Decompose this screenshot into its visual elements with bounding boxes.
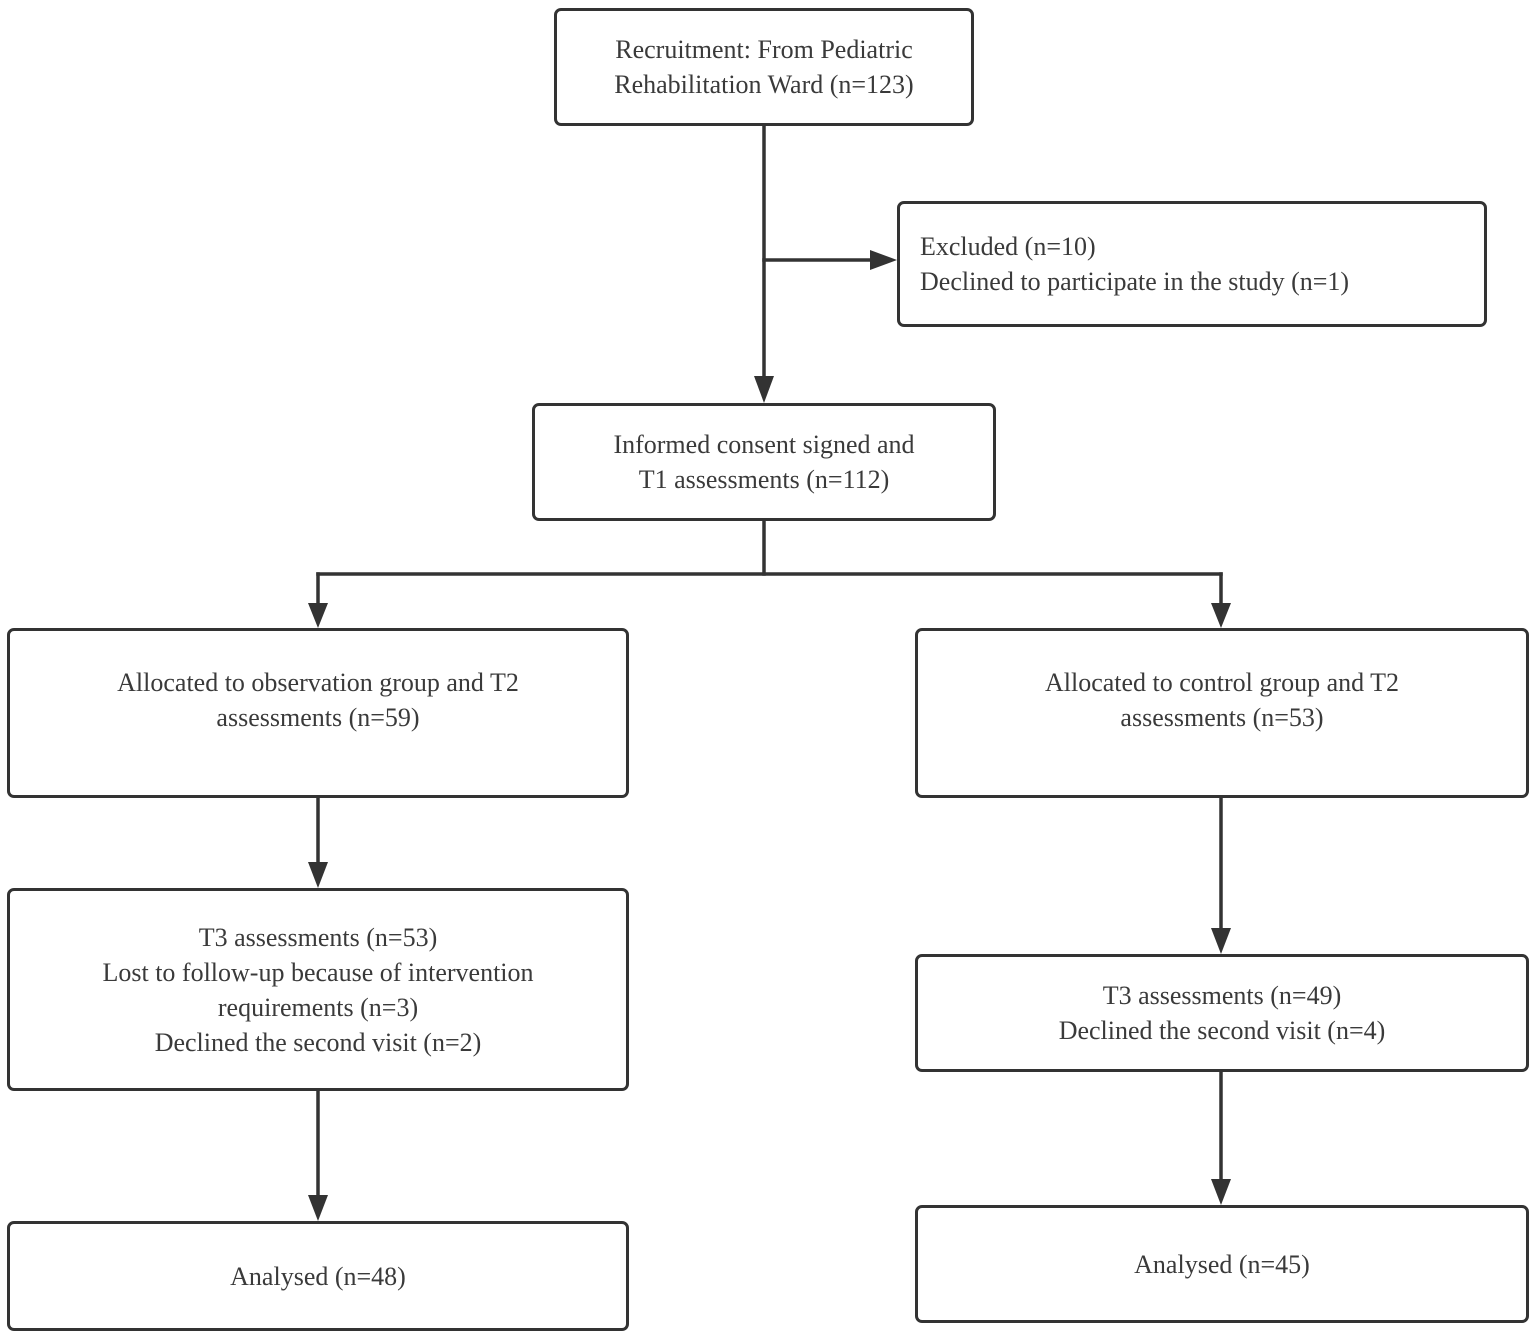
observation-allocation-line: Allocated to observation group and T2 xyxy=(117,668,519,697)
observation-t3-line: Declined the second visit (n=2) xyxy=(154,1027,482,1057)
observation-analysed-box: Analysed (n=48) xyxy=(7,1221,629,1331)
control-analysed-box: Analysed (n=45) xyxy=(915,1205,1529,1323)
control-allocation-box: Allocated to control group and T2 assess… xyxy=(915,628,1529,798)
observation-allocation-box: Allocated to observation group and T2 as… xyxy=(7,628,629,798)
recruitment-box: Recruitment: From Pediatric Rehabilitati… xyxy=(554,8,974,126)
observation-t3-line: Lost to follow-up because of interventio… xyxy=(102,957,534,987)
observation-t3-line: T3 assessments (n=53) xyxy=(198,922,438,952)
observation-t3-box: T3 assessments (n=53) Lost to follow-up … xyxy=(7,888,629,1091)
observation-allocation-line: assessments (n=59) xyxy=(216,703,420,732)
observation-analysed-line: Analysed (n=48) xyxy=(230,1261,406,1291)
arrowhead-observation-alloc xyxy=(308,603,328,628)
observation-t3-line: requirements (n=3) xyxy=(217,992,419,1022)
recruitment-line: Recruitment: From Pediatric xyxy=(615,35,913,64)
arrowhead-control-alloc xyxy=(1211,603,1231,628)
control-t3-line: Declined the second visit (n=4) xyxy=(1058,1016,1386,1045)
arrowhead-consent xyxy=(754,376,774,403)
control-allocation-line: Allocated to control group and T2 xyxy=(1044,668,1400,697)
consent-line: T1 assessments (n=112) xyxy=(638,465,890,494)
excluded-box: Excluded (n=10) Declined to participate … xyxy=(897,201,1487,327)
consent-line: Informed consent signed and xyxy=(613,430,915,459)
control-analysed-line: Analysed (n=45) xyxy=(1134,1249,1310,1279)
recruitment-line: Rehabilitation Ward (n=123) xyxy=(614,70,914,99)
arrowhead-observation-analysed xyxy=(308,1195,328,1221)
excluded-line: Declined to participate in the study (n=… xyxy=(920,267,1350,296)
arrowhead-control-analysed xyxy=(1211,1179,1231,1205)
control-allocation-line: assessments (n=53) xyxy=(1120,703,1324,732)
arrowhead-control-t3 xyxy=(1211,928,1231,954)
arrowhead-observation-t3 xyxy=(308,862,328,888)
excluded-line: Excluded (n=10) xyxy=(920,232,1096,261)
control-t3-box: T3 assessments (n=49) Declined the secon… xyxy=(915,954,1529,1072)
consent-box: Informed consent signed and T1 assessmen… xyxy=(532,403,996,521)
arrowhead-excluded xyxy=(870,250,897,270)
control-t3-line: T3 assessments (n=49) xyxy=(1102,981,1342,1010)
